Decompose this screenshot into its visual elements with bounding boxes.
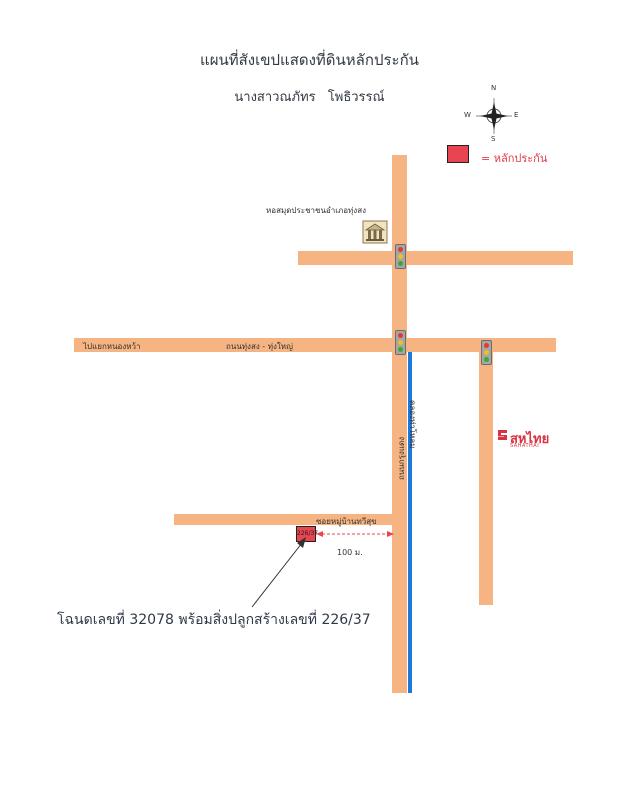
- road-main-horizontal: [74, 338, 556, 352]
- caption-deed-number: 32078: [129, 612, 174, 628]
- deed-caption: โฉนดเลขที่ 32078 พร้อมสิ่งปลูกสร้างเลขที…: [57, 609, 371, 631]
- traffic-light-icon: [395, 330, 406, 355]
- road-upper-horizontal: [298, 251, 573, 265]
- caption-middle: พร้อมสิ่งปลูกสร้างเลขที่: [173, 612, 322, 628]
- traffic-light-icon: [395, 244, 406, 269]
- sahathai-logo-subtext: SAHATHAI: [510, 443, 540, 449]
- canal-line: [408, 352, 412, 693]
- legend-swatch: [447, 145, 469, 163]
- compass-north: N: [491, 84, 497, 92]
- road-soi: [174, 514, 394, 525]
- compass-west: W: [464, 111, 471, 119]
- library-icon: [362, 220, 388, 244]
- sahathai-logo-text: สหไทย: [510, 432, 550, 447]
- canal-label: คลองท่าโหลม: [408, 400, 417, 449]
- traffic-light-icon: [481, 340, 492, 365]
- sahathai-logo-icon: [498, 430, 507, 440]
- distance-label: 100 ม.: [337, 548, 363, 557]
- road-right-vertical: [479, 338, 493, 605]
- caption-prefix: โฉนดเลขที่: [57, 612, 130, 628]
- map-subtitle: นางสาวณภัทร โพธิวรรณ์: [234, 90, 385, 105]
- road-vertical-main: [392, 155, 407, 693]
- distance-arrow: [316, 531, 394, 537]
- compass-east: E: [514, 111, 519, 119]
- compass-icon: [476, 98, 512, 134]
- soi-label: ซอยหมู่บ้านทวีสุข: [316, 517, 377, 526]
- to-intersection-label: ไปแยกหนองหว้า: [83, 342, 141, 351]
- main-road-label: ถนนทุ่งสง - ทุ่งใหญ่: [226, 342, 293, 351]
- compass-south: S: [491, 135, 496, 143]
- library-label: หอสมุดประชาชนอำเภอทุ่งสง: [266, 206, 366, 215]
- asset-marker: 226/37: [296, 526, 318, 542]
- legend-label: = หลักประกัน: [481, 152, 548, 165]
- caption-house-number: 226/37: [321, 612, 371, 628]
- pointer-arrow: [251, 537, 306, 608]
- map-title: แผนที่สังเขปแสดงที่ดินหลักประกัน: [200, 51, 419, 69]
